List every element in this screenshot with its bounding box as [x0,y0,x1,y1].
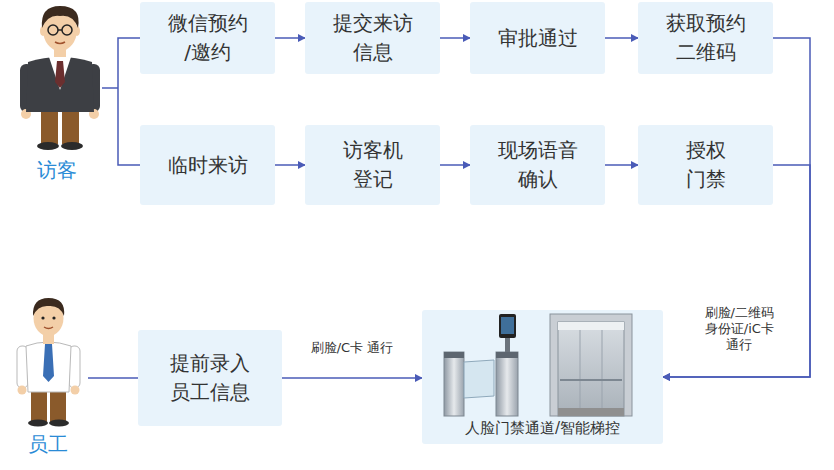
process-box: 审批通过 [470,2,605,74]
process-box: 获取预约 二维码 [638,2,773,74]
bracket-line [88,38,140,378]
turnstile [444,352,518,416]
bracket-line [118,38,140,165]
flow-arrow [440,37,470,39]
employee-figure [28,420,48,427]
face-terminal [499,314,516,338]
flow-arrow [275,164,305,166]
turnstile [496,352,518,416]
visitor-figure [62,108,79,144]
visitor-figure [42,6,79,28]
face-terminal [499,314,516,352]
visitor-figure [20,6,100,150]
process-box: 访客机 登记 [305,125,440,205]
flow-arrow [663,38,810,377]
process-box: 现场语音 确认 [470,125,605,205]
edge-label: 刷脸/C卡 通行 [309,340,396,356]
access-gate-panel: 人脸门禁通道/智能梯控 [422,310,663,444]
elevator [558,408,624,416]
box-text: 提交来访 信息 [332,9,414,67]
elevator [560,379,622,381]
box-text: 访客机 登记 [332,136,414,194]
elevator [550,314,632,416]
box-text: 临时来访 [167,151,249,180]
process-box: 临时来访 [140,125,275,205]
employee-figure [26,342,71,392]
elevator [558,322,624,416]
edge-label: 刷脸/二维码 身份证/iC卡 通行 [697,305,782,353]
flow-arrow [275,37,305,39]
visitor-figure [41,108,58,144]
employee-figure [33,298,64,316]
employee-figure [44,327,53,329]
elevator [558,322,624,330]
visitor-figure [37,142,59,150]
face-terminal [501,317,514,334]
turnstile [496,352,518,358]
flow-arrow [605,164,638,166]
flow-arrow [440,164,470,166]
employee-figure [18,386,27,395]
employee-figure [52,316,55,319]
employee-figure [49,420,69,427]
box-text: 人脸门禁通道/智能梯控 [422,419,663,439]
box-text: 授权 门禁 [665,136,747,194]
box-text: 提前录入 员工信息 [169,349,251,407]
gate-illustration [422,310,647,420]
employee-figure [41,316,44,319]
employee-label: 员工 [28,432,68,456]
employee-figure [31,390,47,422]
box-text: 现场语音 确认 [497,136,579,194]
box-text: 微信预约 /邀约 [167,9,249,67]
visitor-label: 访客 [37,158,77,182]
box-text: 审批通过 [497,24,579,53]
bracket-line [88,377,138,379]
visitor-figure [61,142,83,150]
visitor-figure [26,57,94,112]
visitor-figure [58,29,62,31]
bracket-line [102,87,118,89]
visitor-figure [62,25,72,35]
process-box: 微信预约 /邀约 [140,2,275,74]
flow-arrow [605,37,638,39]
employee-figure [17,298,80,427]
process-box: 提前录入 员工信息 [138,330,282,426]
turnstile [444,352,464,416]
turnstile [444,352,464,358]
process-box: 授权 门禁 [638,125,773,205]
elevator [602,330,603,416]
visitor-figure [48,25,58,35]
elevator [550,314,632,416]
visitor-figure [55,61,65,88]
turnstile [464,360,494,398]
employee-figure [71,386,80,395]
box-text: 获取预约 二维码 [665,9,747,67]
process-box: 提交来访 信息 [305,2,440,74]
elevator [580,330,581,416]
flow-arrow [282,377,422,379]
employee-figure [43,344,54,382]
visitor-figure [49,57,71,90]
employee-figure [50,390,66,422]
visitor-figure [55,42,65,44]
